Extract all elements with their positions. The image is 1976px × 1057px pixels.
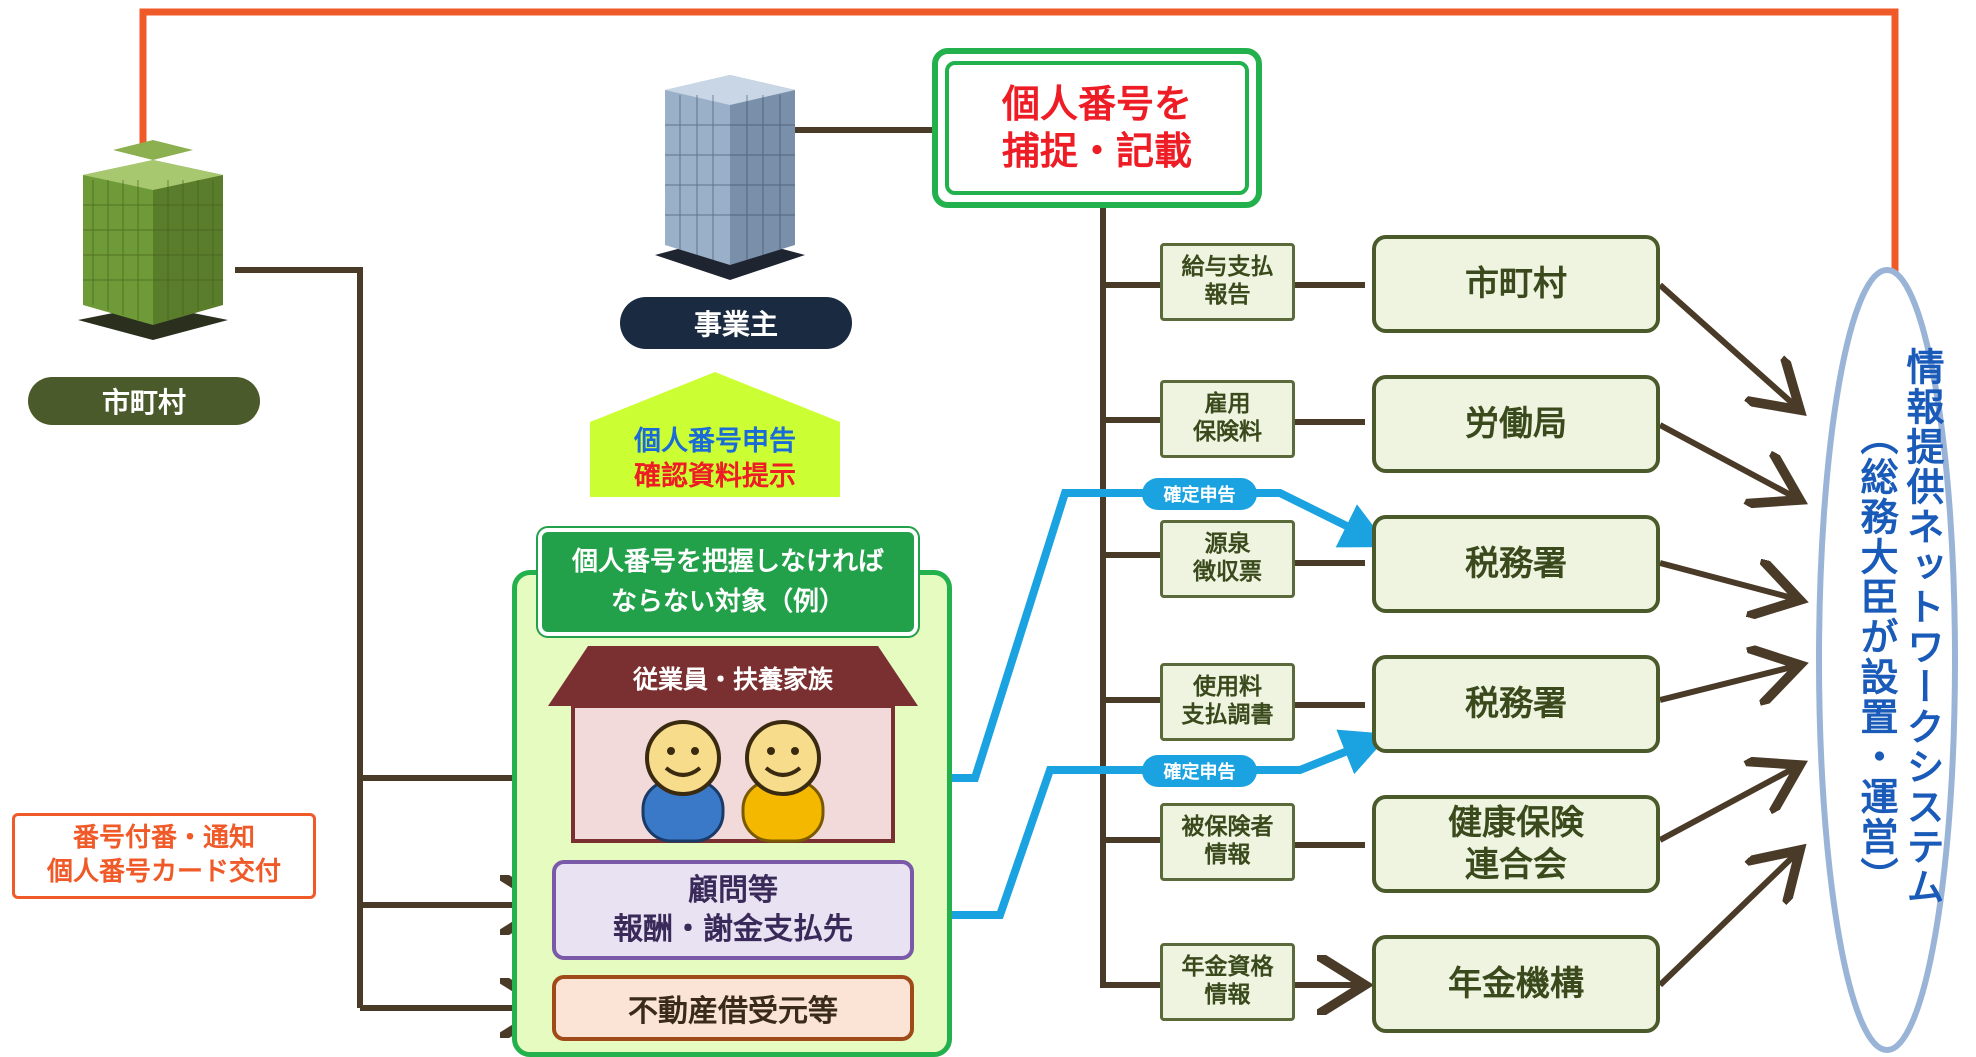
tax-return-tag-2: 確定申告: [1142, 755, 1257, 787]
doc-withholding-slip: 源泉徴収票: [1160, 520, 1295, 598]
declare-arrow: 個人番号申告 確認資料提示: [590, 372, 840, 497]
advisors-box: 顧問等 報酬・謝金支払先: [552, 860, 914, 960]
realestate-box: 不動産借受元等: [552, 975, 914, 1041]
municipality-building-icon: [58, 135, 248, 350]
tax-return-tag-1: 確定申告: [1142, 478, 1257, 510]
doc-salary-report: 給与支払報告: [1160, 243, 1295, 321]
capture-line-2: 捕捉・記載: [1001, 129, 1192, 173]
agency-pension: 年金機構: [1372, 935, 1660, 1033]
person-face-2: [745, 720, 821, 796]
notice-box: 番号付番・通知 個人番号カード交付: [12, 813, 316, 899]
agency-tax-office-2: 税務署: [1372, 655, 1660, 753]
declare-line-1: 個人番号申告: [634, 426, 796, 457]
municipality-link: [235, 267, 363, 1008]
agency-labor-bureau: 労働局: [1372, 375, 1660, 473]
agency-municipality: 市町村: [1372, 235, 1660, 333]
doc-insured-info: 被保険者情報: [1160, 803, 1295, 881]
network-system-title: 情報提供ネットワークシステム: [1900, 347, 1944, 907]
target-group-title: 個人番号を把握しなければ ならない対象（例）: [538, 528, 918, 636]
network-system-subtitle: （総務大臣が設置・運営）: [1854, 417, 1898, 897]
network-system: 情報提供ネットワークシステム （総務大臣が設置・運営）: [1815, 265, 1960, 1055]
doc-pension-info: 年金資格情報: [1160, 943, 1295, 1021]
employer-label: 事業主: [620, 297, 852, 349]
municipality-label: 市町村: [28, 377, 260, 425]
agency-tax-office-1: 税務署: [1372, 515, 1660, 613]
employees-label: 従業員・扶養家族: [632, 665, 833, 694]
orange-link: [139, 8, 1899, 290]
employer-building-icon: [635, 55, 825, 295]
person-face-1: [645, 720, 721, 796]
agency-health-insurance: 健康保険連合会: [1372, 795, 1660, 893]
tax-return-line-1: [895, 489, 1390, 782]
doc-employment-insurance: 雇用保険料: [1160, 380, 1295, 458]
tax-return-line-2: [913, 729, 1390, 919]
doc-usage-fee: 使用料支払調書: [1160, 663, 1295, 741]
capture-line-1: 個人番号を: [1001, 81, 1192, 126]
capture-box: 個人番号を 捕捉・記載: [932, 48, 1262, 208]
employees-house: 従業員・扶養家族: [548, 646, 918, 846]
declare-line-2: 確認資料提示: [634, 461, 796, 493]
